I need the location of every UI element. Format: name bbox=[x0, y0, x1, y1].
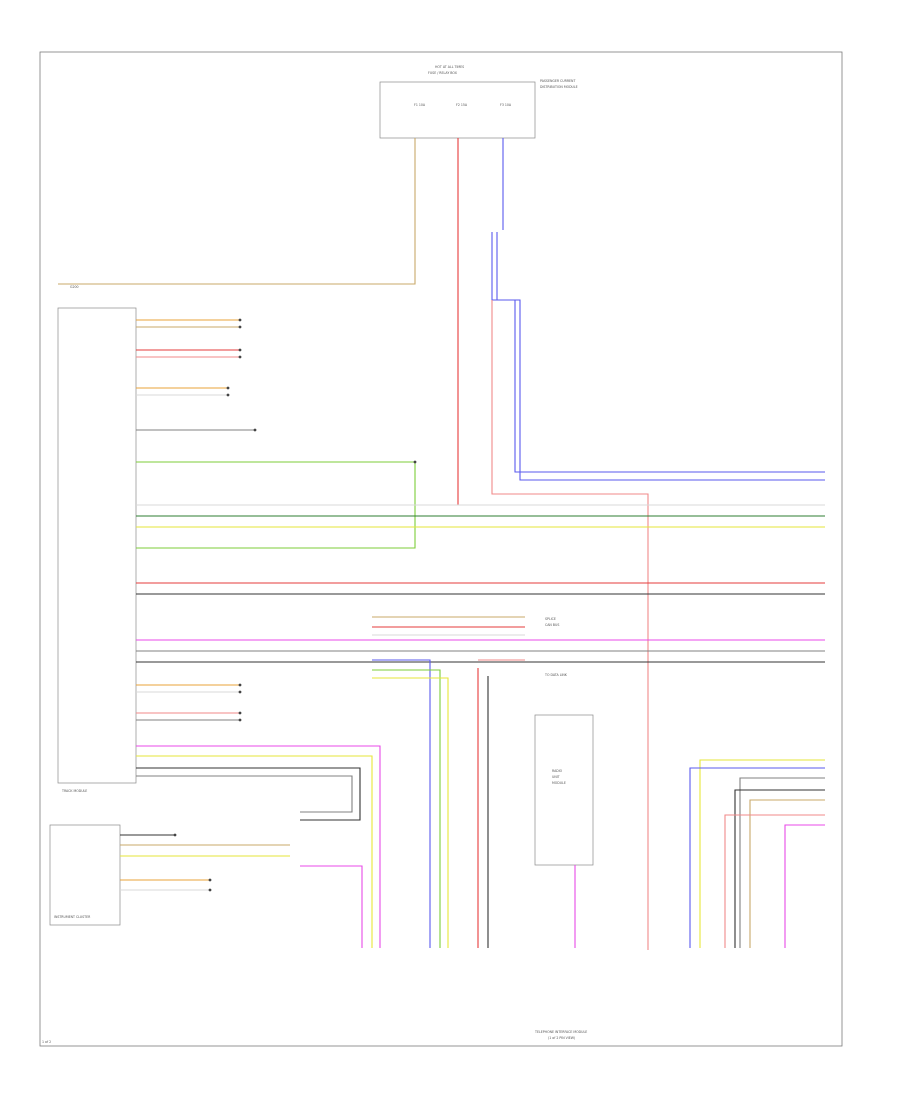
wire-yellow-2 bbox=[136, 755, 373, 948]
connection-dot-3 bbox=[238, 348, 242, 352]
connection-dot-2 bbox=[238, 325, 242, 329]
radio-module-label-1: RADIO bbox=[552, 769, 563, 773]
fuse-box-title: HOT AT ALL TIMES bbox=[435, 65, 464, 69]
connection-dot-9 bbox=[238, 683, 242, 687]
radio-module-outline bbox=[534, 714, 594, 866]
wire-blue-1 bbox=[491, 232, 825, 473]
wire-magenta-2 bbox=[136, 745, 381, 948]
fuse-note-1: PASSENGER CURRENT bbox=[540, 79, 575, 83]
fuse-note-2: DISTRIBUTION MODULE bbox=[540, 85, 578, 89]
main-module: TRACK MODULE bbox=[57, 307, 137, 793]
instrument-cluster: INSTRUMENT CLUSTER bbox=[49, 824, 121, 926]
fuse-box: HOT AT ALL TIMES FUSE / RELAY BOX F1 10A… bbox=[379, 65, 578, 139]
instrument-cluster-label: INSTRUMENT CLUSTER bbox=[54, 915, 91, 919]
connection-dot-6 bbox=[226, 393, 230, 397]
wires bbox=[58, 138, 825, 950]
connection-dots bbox=[173, 318, 417, 892]
connection-dot-14 bbox=[208, 878, 212, 882]
wire-right-pink bbox=[724, 814, 825, 948]
connection-dot-10 bbox=[238, 690, 242, 694]
radio-module: RADIO UNIT MODULE bbox=[534, 714, 594, 866]
connection-dot-8 bbox=[413, 460, 417, 464]
wire-right-grey bbox=[739, 777, 825, 948]
connection-dot-15 bbox=[208, 888, 212, 892]
connection-dot-12 bbox=[238, 718, 242, 722]
wire-right-yellow bbox=[699, 759, 825, 948]
wire-blue-2 bbox=[496, 232, 825, 481]
bottom-title-2: (1 of 2 PIN VIEW) bbox=[548, 1036, 575, 1040]
wire-right-tan bbox=[749, 799, 825, 948]
wire-fuse1-tan bbox=[58, 138, 416, 285]
connection-dot-7 bbox=[253, 428, 257, 432]
instrument-cluster-outline bbox=[49, 824, 121, 926]
radio-module-label-2: UNIT bbox=[552, 775, 560, 779]
connection-dot-5 bbox=[226, 386, 230, 390]
side-label-3: TO DATA LINK bbox=[544, 673, 568, 677]
wire-cl-6 bbox=[300, 865, 363, 948]
wire-right-magenta bbox=[784, 824, 825, 948]
wire-right-black bbox=[734, 789, 825, 948]
fuse-box-subtitle: FUSE / RELAY BOX bbox=[428, 71, 458, 75]
bottom-title-1: TELEPHONE INTERFACE MODULE bbox=[534, 1030, 587, 1034]
connection-dot-1 bbox=[238, 318, 242, 322]
main-module-label: TRACK MODULE bbox=[61, 789, 87, 793]
fuse-3-label: F3 10A bbox=[500, 103, 512, 107]
fuse-2-label: F2 15A bbox=[456, 103, 468, 107]
connection-dot-11 bbox=[238, 711, 242, 715]
ground-left-label: G200 bbox=[70, 285, 79, 289]
side-label-2: CAN BUS bbox=[545, 623, 559, 627]
wire-grey-2 bbox=[136, 775, 353, 813]
wire-yellow-drop bbox=[372, 677, 449, 948]
radio-module-label-3: MODULE bbox=[552, 781, 566, 785]
wire-blue-drop bbox=[372, 659, 431, 948]
wire-green-drop bbox=[372, 669, 441, 948]
fuse-box-outline bbox=[379, 81, 536, 139]
side-label-1: SPLICE bbox=[545, 617, 556, 621]
main-module-outline bbox=[57, 307, 137, 784]
diagram-frame bbox=[39, 51, 843, 1047]
wire-right-blue bbox=[689, 767, 825, 948]
page-tag: 1 of 2 bbox=[42, 1040, 51, 1044]
wire-black-2 bbox=[136, 767, 361, 821]
wire-pink-drop bbox=[491, 300, 649, 950]
fuse-1-label: F1 10A bbox=[414, 103, 426, 107]
connection-dot-13 bbox=[173, 833, 177, 837]
connection-dot-4 bbox=[238, 355, 242, 359]
